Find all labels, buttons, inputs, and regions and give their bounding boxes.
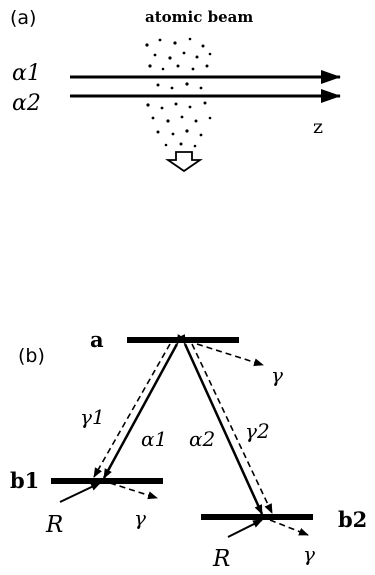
- gamma1-label: γ1: [80, 405, 105, 429]
- atomic-beam-dots: [145, 37, 212, 148]
- level-b1-label: b1: [10, 468, 39, 493]
- gamma-a-label: γ: [271, 363, 283, 387]
- pump-b1-label: R: [45, 512, 63, 538]
- laser-2-label: α2: [12, 91, 41, 116]
- panel-b: (b) a b1 b2 γ1 α1 α2 γ2 γ γ γ R R: [10, 327, 367, 572]
- pump-b1-arrow: [59, 482, 101, 503]
- gamma2-label: γ2: [245, 419, 270, 443]
- atomic-beam-title: atomic beam: [145, 8, 253, 26]
- gamma-a-decay-arrow: [196, 343, 264, 367]
- alpha2-label: α2: [189, 427, 215, 451]
- panel-a-label: (a): [10, 7, 36, 29]
- pump-b2-label: R: [212, 546, 230, 572]
- level-a-label: a: [90, 327, 104, 352]
- laser-2-label-text: α2: [12, 91, 41, 116]
- gamma2-decay-arrow: [191, 343, 273, 514]
- z-axis-label: z: [313, 116, 323, 138]
- pump-b2-arrow: [227, 519, 263, 538]
- down-arrow-icon: [165, 151, 203, 173]
- panel-b-label: (b): [18, 345, 45, 367]
- gamma-b1-label: γ: [134, 506, 146, 530]
- gamma-b2-decay-arrow: [269, 519, 309, 536]
- laser-1-label: α1: [12, 61, 41, 86]
- alpha2-coupling-arrow: [177, 334, 264, 515]
- alpha1-coupling-arrow: [102, 334, 185, 479]
- gamma-b2-label: γ: [303, 542, 315, 566]
- alpha1-label: α1: [141, 427, 167, 451]
- gamma1-decay-arrow: [93, 343, 171, 478]
- panel-a: (a) atomic beam α1 α2 z: [10, 7, 341, 173]
- laser-1-label-text: α1: [12, 61, 41, 86]
- gamma-b1-decay-arrow: [109, 482, 158, 500]
- level-b2-label: b2: [338, 507, 367, 532]
